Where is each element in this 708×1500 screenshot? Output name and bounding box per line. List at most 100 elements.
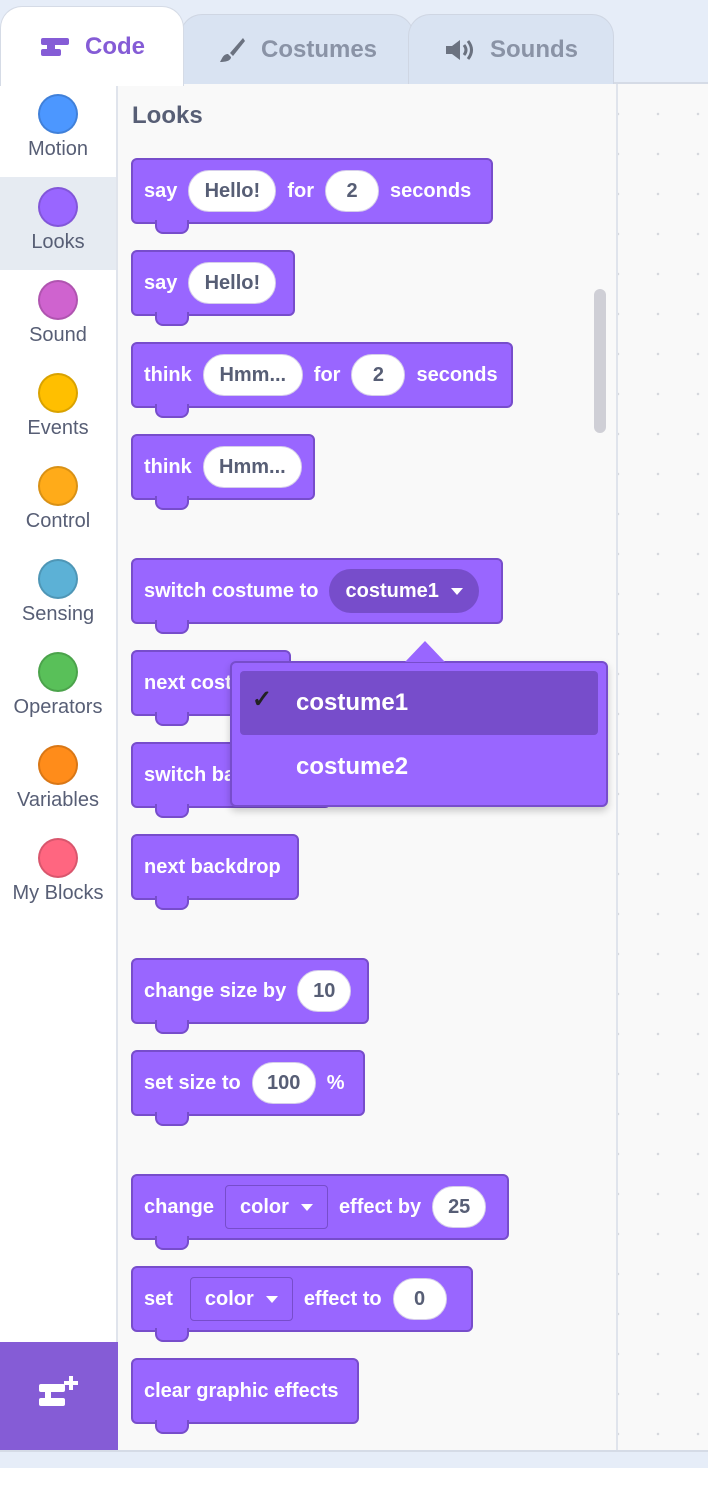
think-for-seconds-block[interactable]: think Hmm... for 2 seconds — [131, 342, 513, 418]
speaker-icon — [444, 37, 476, 63]
effect-dropdown-value: color — [240, 1195, 289, 1218]
say-for-seconds-block[interactable]: say Hello! for 2 seconds — [131, 158, 493, 234]
bottom-bar — [0, 1450, 708, 1500]
menu-item-label: costume1 — [296, 689, 409, 716]
message-input[interactable]: Hmm... — [202, 446, 302, 488]
motion-color-dot — [38, 94, 78, 134]
clear-graphic-effects-block[interactable]: clear graphic effects — [131, 1358, 359, 1434]
control-color-dot — [38, 466, 78, 506]
block-text: seconds — [416, 363, 498, 386]
block-text: next backdrop — [144, 855, 281, 878]
secs-input[interactable]: 2 — [351, 354, 406, 396]
block-text: switch costume to — [144, 579, 319, 602]
block-text: say — [144, 271, 178, 294]
next-backdrop-block[interactable]: next backdrop — [131, 834, 299, 910]
block-text: effect to — [303, 1287, 382, 1310]
script-area[interactable] — [618, 84, 708, 1450]
category-motion[interactable]: Motion — [0, 84, 116, 177]
code-icon — [39, 36, 71, 58]
add-extension-button[interactable] — [0, 1342, 118, 1450]
operators-color-dot — [38, 652, 78, 692]
tab-costumes[interactable]: Costumes — [180, 14, 414, 84]
effect-dropdown-value: color — [204, 1287, 254, 1310]
block-text: switch ba — [144, 763, 236, 786]
message-input[interactable]: Hello! — [188, 262, 277, 304]
set-size-block[interactable]: set size to 100 % — [131, 1050, 365, 1126]
category-events[interactable]: Events — [0, 363, 116, 456]
think-block[interactable]: think Hmm... — [131, 434, 315, 510]
block-text: effect by — [338, 1195, 422, 1218]
category-menu: Motion Looks Sound Events Control Sensin… — [0, 84, 118, 1450]
block-palette: Looks say Hello! for 2 seconds say Hello… — [118, 84, 618, 1450]
bottom-strip — [0, 1452, 708, 1468]
effect-value-input[interactable]: 0 — [392, 1278, 447, 1320]
variables-color-dot — [38, 745, 78, 785]
menu-item-costume1[interactable]: ✓ costume1 — [240, 671, 598, 735]
category-label: Sensing — [21, 603, 95, 625]
category-label: Events — [27, 417, 89, 439]
category-operators[interactable]: Operators — [0, 642, 116, 735]
events-color-dot — [38, 373, 78, 413]
tab-sounds-label: Sounds — [490, 35, 578, 63]
block-text: think — [144, 363, 192, 386]
add-extension-icon — [37, 1374, 81, 1419]
category-label: Motion — [27, 138, 89, 160]
say-block[interactable]: say Hello! — [131, 250, 295, 326]
block-text: next cost — [144, 671, 232, 694]
category-control[interactable]: Control — [0, 456, 116, 549]
block-text: change size by — [144, 979, 287, 1002]
palette-scrollbar[interactable] — [594, 289, 606, 433]
sensing-color-dot — [38, 559, 78, 599]
costume-dropdown-menu: ✓ costume1 costume2 — [230, 661, 608, 807]
change-effect-block[interactable]: change color effect by 25 — [131, 1174, 509, 1250]
size-input[interactable]: 100 — [251, 1062, 316, 1104]
looks-color-dot — [38, 187, 78, 227]
set-effect-block[interactable]: set color effect to 0 — [131, 1266, 473, 1342]
block-text: change — [144, 1195, 215, 1218]
block-text: seconds — [390, 179, 472, 202]
effect-change-input[interactable]: 25 — [432, 1186, 487, 1228]
category-looks[interactable]: Looks — [0, 177, 116, 270]
block-text: for — [313, 363, 341, 386]
size-change-input[interactable]: 10 — [297, 970, 352, 1012]
editor-tabs: Code Costumes Sounds — [0, 0, 708, 86]
tab-costumes-label: Costumes — [260, 35, 378, 63]
menu-item-label: costume2 — [296, 753, 409, 780]
block-text: clear graphic effects — [144, 1379, 339, 1402]
costume-dropdown[interactable]: costume1 — [329, 569, 479, 613]
block-text: say — [144, 179, 178, 202]
dropdown-caret-icon — [300, 1203, 313, 1211]
effect-dropdown[interactable]: color — [225, 1185, 328, 1229]
switch-costume-block[interactable]: switch costume to costume1 — [131, 558, 503, 634]
message-input[interactable]: Hello! — [188, 170, 277, 212]
category-label: Sound — [29, 324, 87, 346]
category-label: Variables — [17, 789, 99, 811]
category-my-blocks[interactable]: My Blocks — [0, 828, 116, 921]
block-text: % — [326, 1071, 345, 1094]
tab-code-label: Code — [85, 32, 145, 60]
effect-dropdown[interactable]: color — [189, 1277, 293, 1321]
category-label: My Blocks — [12, 882, 104, 904]
dropdown-caret-icon — [450, 587, 463, 595]
menu-item-costume2[interactable]: costume2 — [240, 735, 598, 799]
secs-input[interactable]: 2 — [325, 170, 380, 212]
tab-code[interactable]: Code — [0, 6, 184, 86]
category-variables[interactable]: Variables — [0, 735, 116, 828]
block-text: set size to — [144, 1071, 241, 1094]
category-sensing[interactable]: Sensing — [0, 549, 116, 642]
tab-sounds[interactable]: Sounds — [408, 14, 614, 84]
costume-dropdown-value: costume1 — [345, 579, 439, 602]
palette-category-title: Looks — [132, 102, 203, 129]
block-text: for — [287, 179, 315, 202]
sound-color-dot — [38, 280, 78, 320]
block-text: set — [144, 1287, 173, 1310]
category-label: Looks — [31, 231, 85, 253]
my-blocks-color-dot — [38, 838, 78, 878]
category-sound[interactable]: Sound — [0, 270, 116, 363]
block-text: think — [144, 455, 192, 478]
change-size-block[interactable]: change size by 10 — [131, 958, 369, 1034]
dropdown-pointer — [405, 641, 445, 662]
check-icon: ✓ — [252, 686, 273, 713]
message-input[interactable]: Hmm... — [202, 354, 303, 396]
category-label: Control — [25, 510, 91, 532]
